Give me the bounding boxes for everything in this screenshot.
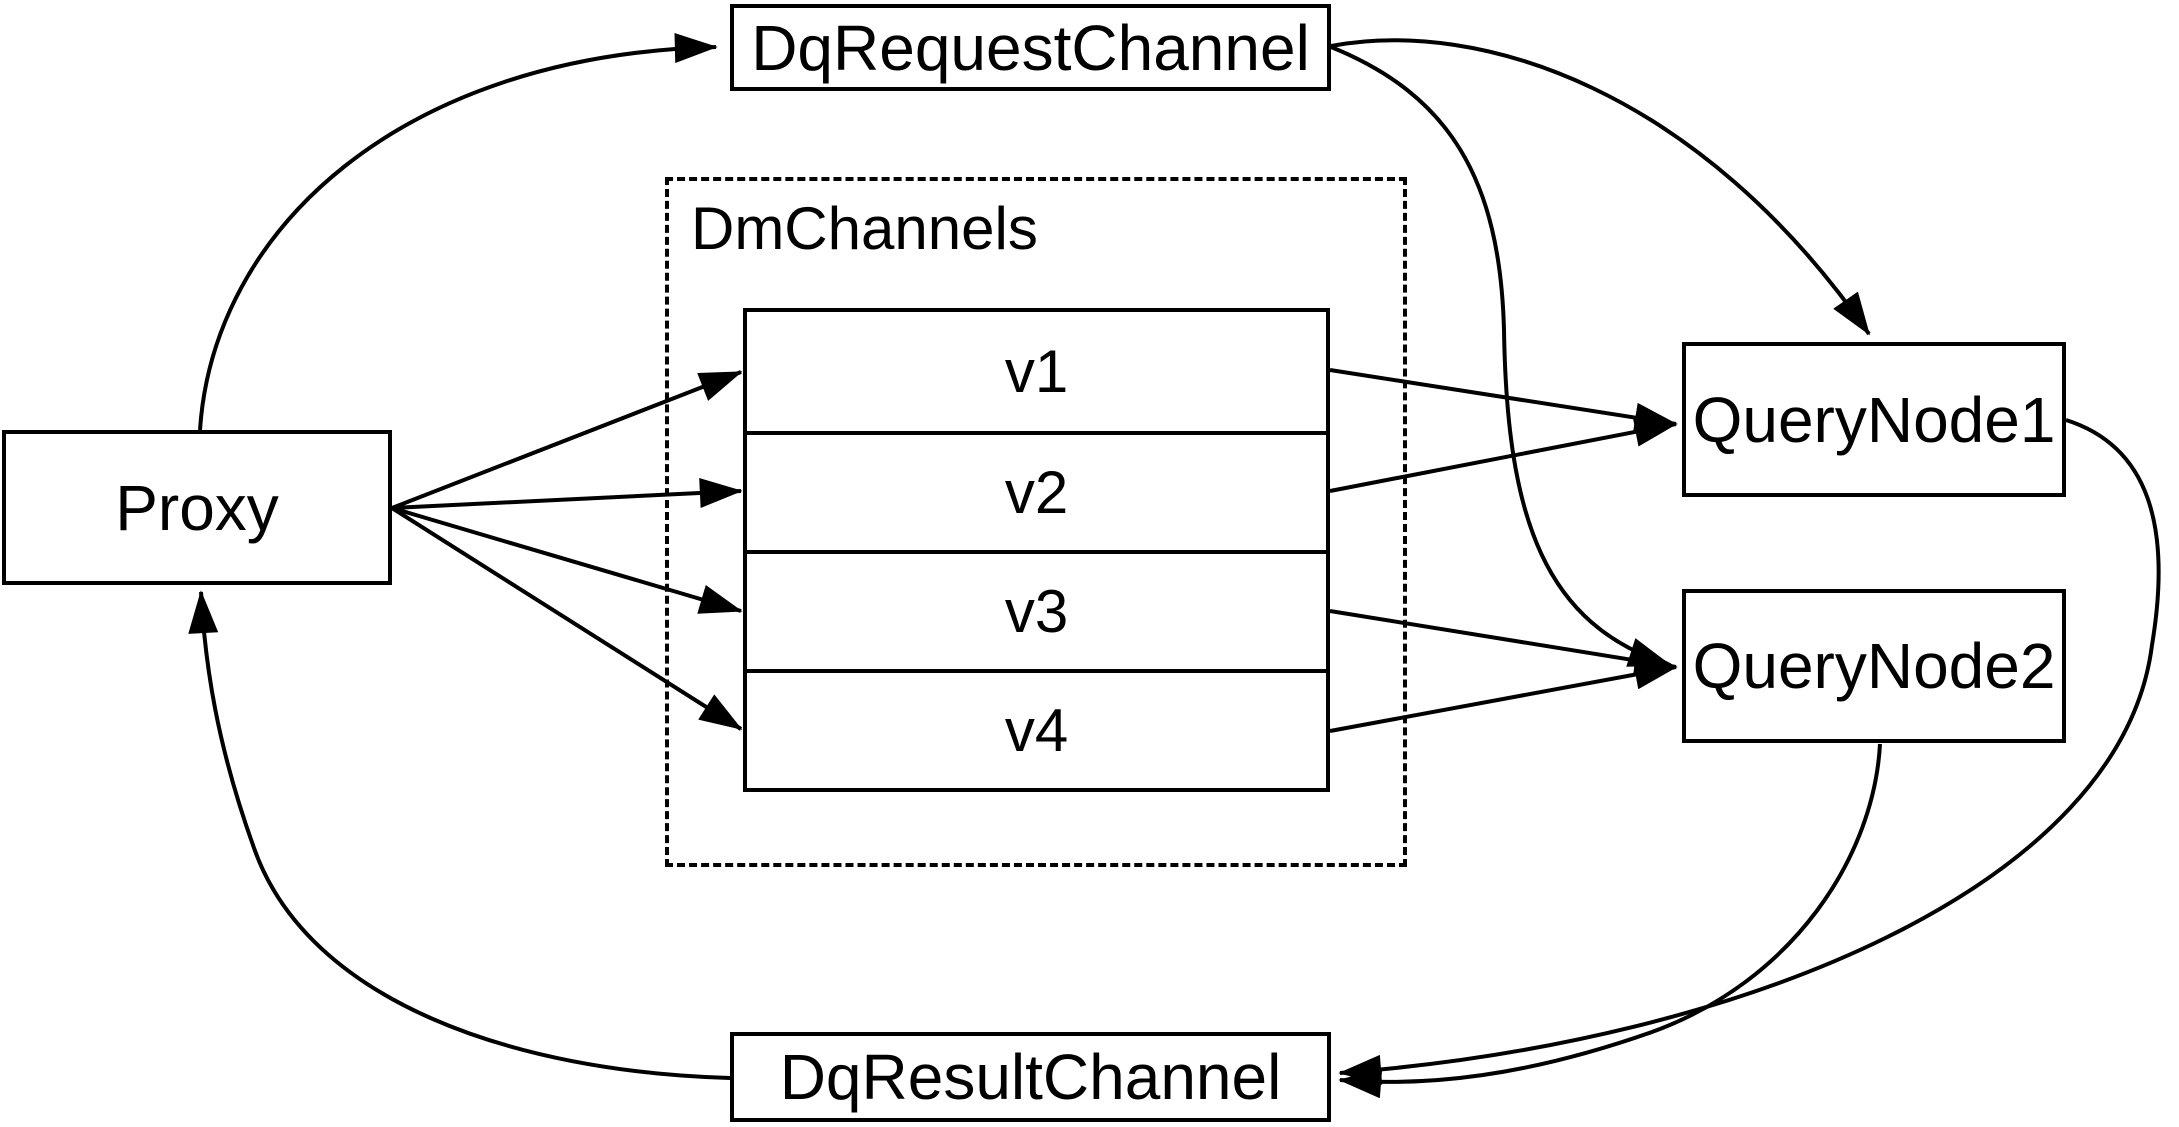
dmchannels-group-box: DmChannels — [665, 177, 1407, 867]
edge-v2-to-querynode1 — [1329, 417, 1678, 493]
edge-proxy-to-dqrequestchannel — [198, 33, 718, 431]
channel-row-v3: v3 — [747, 550, 1326, 669]
edge-v1-to-querynode1 — [1329, 368, 1678, 433]
node-dqrequestchannel: DqRequestChannel — [730, 4, 1331, 91]
edge-v3-to-querynode2 — [1329, 609, 1678, 676]
edge-proxy-to-v3 — [391, 506, 743, 614]
edge-proxy-to-v2 — [391, 478, 743, 510]
edge-proxy-to-v4 — [390, 506, 743, 731]
edge-querynode2-to-dqresultchannel — [1338, 743, 1882, 1099]
node-querynode1: QueryNode1 — [1682, 342, 2066, 497]
node-proxy: Proxy — [2, 430, 392, 585]
dmchannels-group-label: DmChannels — [691, 195, 1038, 262]
dmchannels-table: v1 v2 v3 v4 — [743, 308, 1330, 792]
edge-dqrequestchannel-to-querynode2 — [1330, 45, 1672, 667]
channel-row-v2: v2 — [747, 431, 1326, 550]
channel-row-v4: v4 — [747, 669, 1326, 788]
edge-querynode1-to-dqresultchannel — [1338, 418, 2161, 1085]
edge-dqresultchannel-to-proxy — [188, 590, 731, 1080]
node-dqresultchannel: DqResultChannel — [730, 1032, 1331, 1122]
edge-v4-to-querynode2 — [1329, 659, 1678, 733]
node-querynode2: QueryNode2 — [1682, 589, 2066, 743]
edge-dqrequestchannel-to-querynode1 — [1330, 38, 1871, 336]
edge-proxy-to-v1 — [391, 370, 743, 510]
channel-row-v1: v1 — [1004, 337, 1069, 405]
